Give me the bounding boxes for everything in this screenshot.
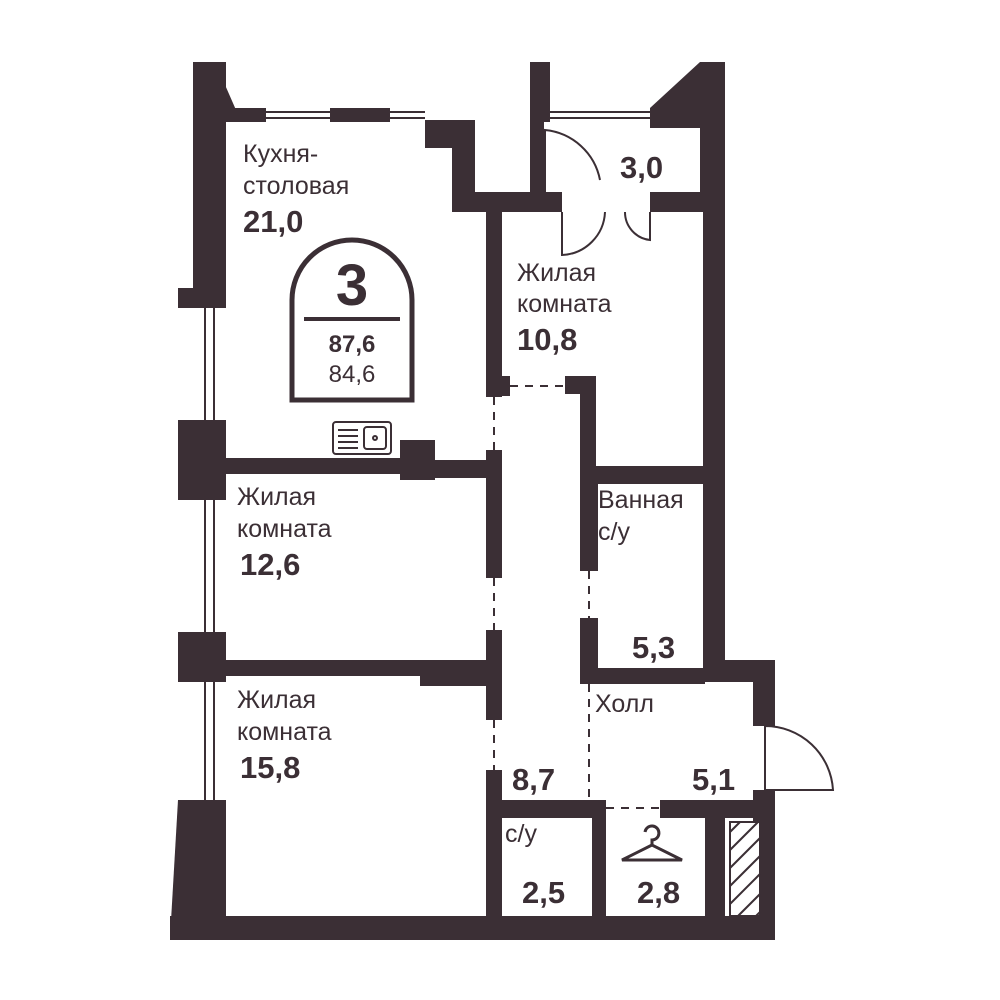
apartment-badge: 3 87,6 84,6 [289,237,415,403]
total-area: 87,6 [329,331,376,358]
bedroom-15-8-name-2: комната [237,718,332,746]
bedroom-15-8-area: 15,8 [240,750,300,785]
bathroom-name-2: с/у [598,518,630,546]
entrance-door-icon [764,724,835,791]
bedroom-15-8-name-1: Жилая [237,686,316,714]
corridor-area: 8,7 [512,762,555,797]
bedroom-10-8-name-2: комната [517,290,612,318]
wc-name: с/у [505,820,537,848]
hanger-icon [621,824,683,862]
windows [204,111,650,800]
bedroom-12-6-area: 12,6 [240,547,300,582]
bedroom-12-6-name-2: комната [237,515,332,543]
room-labels: Кухня- столовая 21,0 3,0 Жилая комната 1… [237,140,735,910]
closet-top-area: 3,0 [620,150,663,185]
bedroom-10-8-area: 10,8 [517,322,577,357]
bedroom-12-6-name-1: Жилая [237,483,316,511]
bathroom-area: 5,3 [632,630,675,665]
dashed-boundaries [493,385,660,809]
wc-area: 2,5 [522,875,565,910]
kitchen-name-2: столовая [243,172,349,200]
ventilation-shaft [729,821,761,917]
kitchen-sink-icon [332,421,392,455]
room-count: 3 [336,253,368,318]
living-area: 84,6 [329,361,376,388]
bedroom-10-8-name-1: Жилая [517,259,596,287]
doors [544,128,651,257]
wardrobe-area: 2,8 [637,875,680,910]
bathroom-name-1: Ванная [598,486,684,514]
hall-area: 5,1 [692,762,735,797]
kitchen-name-1: Кухня- [243,140,318,168]
hall-name: Холл [595,690,654,718]
kitchen-area: 21,0 [243,204,303,239]
